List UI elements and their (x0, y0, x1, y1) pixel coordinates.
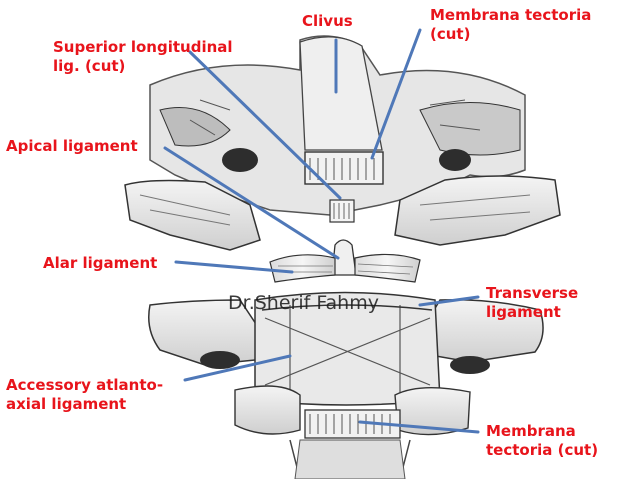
atlas-vertebra (124, 175, 561, 251)
label-alar-ligament: Alar ligament (43, 254, 158, 272)
pointer-membrana-bottom (358, 420, 480, 434)
pointer-apical (163, 146, 340, 260)
label-membrana-tectoria-top: Membrana tectoria (cut) (430, 6, 592, 43)
pointer-transverse (418, 295, 480, 307)
pointer-alar (174, 260, 294, 274)
occipital-bone (149, 35, 526, 216)
apical-ligament-shape (329, 199, 355, 223)
label-transverse-ligament: Transverse ligament (486, 284, 579, 321)
label-superior-longitudinal: Superior longitudinal lig. (cut) (53, 38, 233, 75)
label-accessory-atlanto-axial: Accessory atlanto- axial ligament (6, 376, 164, 413)
dens-alar-ligaments (269, 239, 421, 283)
label-clivus: Clivus (302, 12, 353, 30)
label-apical-ligament: Apical ligament (6, 137, 138, 155)
pointer-superior-longitudinal (188, 50, 342, 200)
watermark: Dr.Sherif Fahmy (228, 292, 379, 314)
pointer-accessory (183, 354, 292, 382)
label-membrana-tectoria-bottom: Membrana tectoria (cut) (486, 422, 599, 459)
pointer-lines (163, 28, 480, 434)
axis-and-cruciate (148, 291, 544, 406)
pointer-membrana-top (370, 28, 422, 160)
